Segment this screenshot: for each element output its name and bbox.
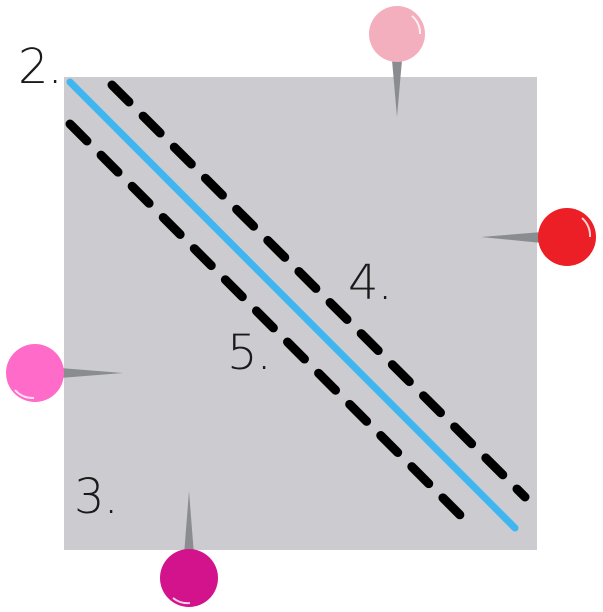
stitch-line-lower [65, 119, 477, 532]
step-label-3: 3. [74, 469, 118, 525]
sewing-pin-icon [369, 6, 425, 117]
pin-top [369, 6, 425, 117]
step-label-4: 4. [348, 255, 392, 311]
sewing-pin-icon [160, 491, 218, 607]
sewing-pin-icon [481, 208, 596, 266]
stitch-line-upper [107, 80, 530, 502]
step-label-5: 5. [227, 325, 271, 381]
sewing-pin-icon [6, 344, 123, 402]
diagonal-seam-line [66, 78, 519, 532]
pin-bottom [160, 491, 218, 607]
pin-right [481, 208, 596, 266]
pin-left [6, 344, 123, 402]
step-label-2: 2. [18, 39, 62, 95]
